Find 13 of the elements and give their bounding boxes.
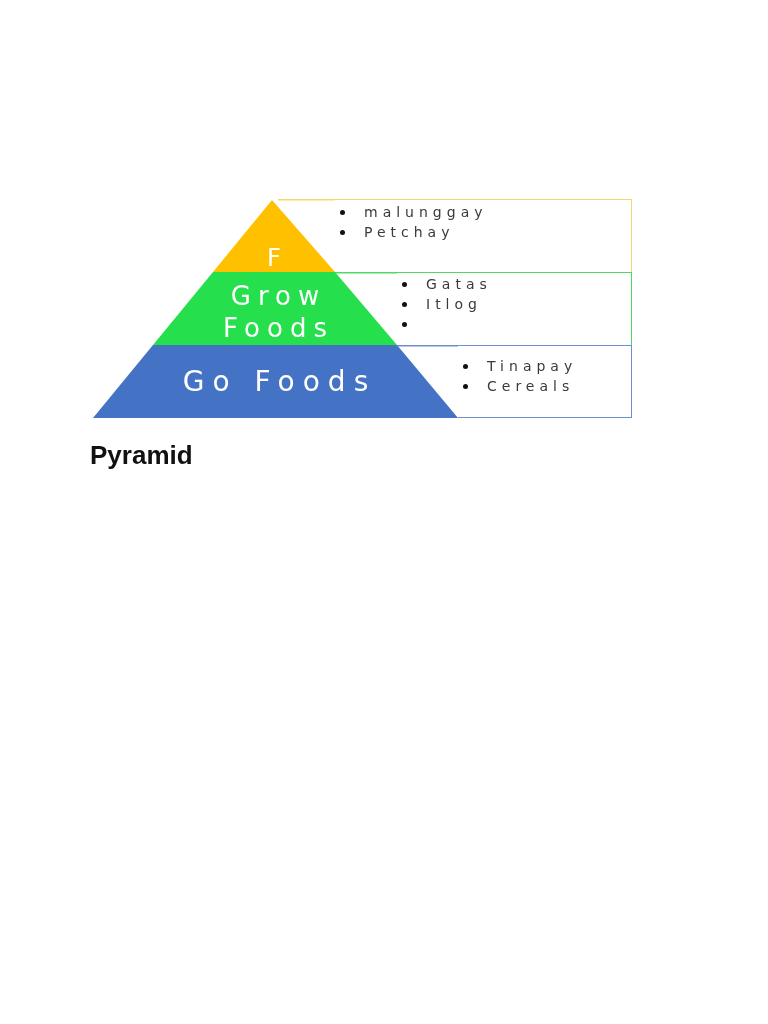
list-item: Cereals bbox=[487, 377, 575, 396]
list-item: Petchay bbox=[364, 223, 455, 242]
list-panel bbox=[335, 199, 632, 272]
list-item: Gatas bbox=[426, 275, 492, 294]
list-panel bbox=[397, 272, 632, 345]
list-panel bbox=[458, 345, 632, 418]
list-item: Tinapay bbox=[487, 357, 578, 376]
list-item: Itlog bbox=[426, 295, 482, 314]
caption: Pyramid bbox=[90, 440, 193, 471]
tier-label: Go Foods bbox=[181, 365, 377, 399]
list-item: malunggay bbox=[364, 203, 488, 222]
tier-label: Grow Foods bbox=[222, 280, 335, 344]
tier-label: F bbox=[266, 244, 285, 272]
